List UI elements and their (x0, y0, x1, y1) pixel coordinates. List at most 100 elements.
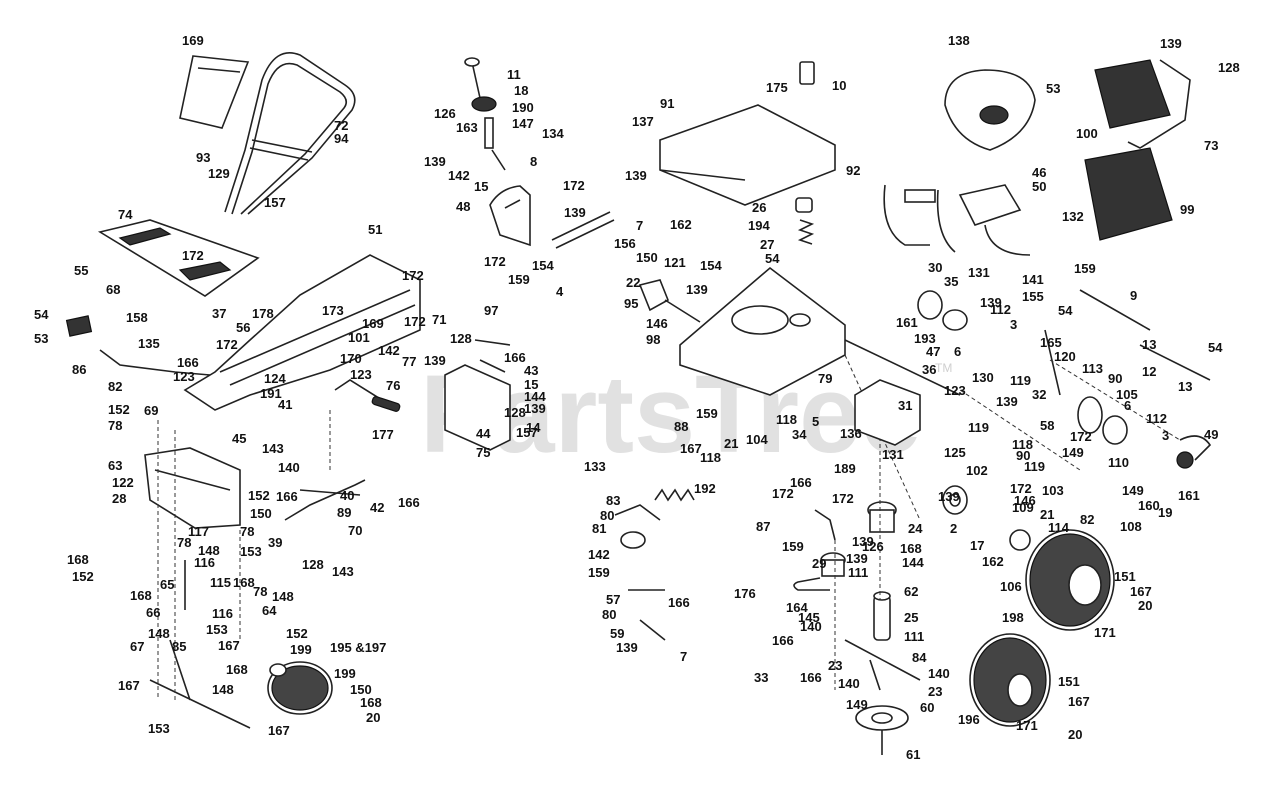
callout-label: 62 (904, 584, 918, 599)
seat-cushion (1084, 147, 1173, 241)
callout-label: 76 (386, 378, 400, 393)
callout-label: 112 (1146, 411, 1167, 426)
callout-label: 162 (670, 217, 692, 232)
callout-label: 83 (606, 493, 620, 508)
callout-label: 49 (1204, 427, 1218, 442)
callout-label: 123 (350, 367, 372, 382)
right-axle-rod (1044, 289, 1211, 396)
left-dashed-guides (157, 410, 331, 700)
callout-label: 74 (118, 207, 133, 222)
callout-label: 166 (504, 350, 526, 365)
callout-label: 123 (944, 383, 966, 398)
callout-label: 82 (1080, 512, 1094, 527)
callout-label: 46 (1032, 165, 1046, 180)
callout-label: 67 (130, 639, 144, 654)
callout-label: 164 (786, 600, 808, 615)
callout-label: 165 (1040, 335, 1062, 350)
callout-label: 131 (968, 265, 990, 280)
callout-label: 30 (928, 260, 942, 275)
callout-label: 139 (424, 353, 446, 368)
callout-label: 19 (1158, 505, 1172, 520)
callout-label: 159 (508, 272, 530, 287)
callout-label: 99 (1180, 202, 1194, 217)
callout-label: 193 (914, 331, 936, 346)
callout-label: 139 (996, 394, 1018, 409)
callout-label: 42 (370, 500, 384, 515)
callout-label: 118 (776, 412, 797, 427)
callout-label: 89 (337, 505, 351, 520)
callout-label: 130 (972, 370, 994, 385)
callout-label: 153 (240, 544, 262, 559)
callout-label: 28 (112, 491, 126, 506)
callout-label: 166 (800, 670, 822, 685)
rear-wheel-left (969, 633, 1051, 727)
callout-label: 18 (514, 83, 528, 98)
callout-label: 25 (904, 610, 918, 625)
callout-label: 2 (950, 521, 957, 536)
callout-label: 131 (882, 447, 904, 462)
callout-label: 5 (812, 414, 819, 429)
callout-label: 60 (920, 700, 934, 715)
callout-label: 148 (148, 626, 170, 641)
callout-label: 163 (456, 120, 478, 135)
callout-label: 172 (216, 337, 238, 352)
callout-label: 100 (1076, 126, 1098, 141)
callout-label: 78 (108, 418, 122, 433)
callout-label: 13 (1142, 337, 1156, 352)
callout-label: 152 (72, 569, 94, 584)
callout-label: 111 (904, 629, 924, 644)
callout-label: 15 (474, 179, 488, 194)
callout-label: 21 (724, 436, 738, 451)
callout-label: 132 (1062, 209, 1084, 224)
shift-quadrant (489, 185, 615, 249)
center-pulley-assembly (614, 504, 666, 641)
callout-label: 79 (818, 371, 832, 386)
callout-label: 106 (1000, 579, 1022, 594)
callout-label: 166 (772, 633, 794, 648)
callout-label: 124 (264, 371, 286, 386)
right-dashed-guides (959, 359, 1181, 471)
callout-label: 159 (782, 539, 804, 554)
callout-label: 54 (1208, 340, 1223, 355)
callout-label: 50 (1032, 179, 1046, 194)
callout-label: 168 (360, 695, 382, 710)
callout-label: 119 (1010, 373, 1031, 388)
callout-label: 109 (1012, 500, 1034, 515)
callout-label: 27 (760, 237, 774, 252)
callout-label: 140 (838, 676, 860, 691)
callout-label: 172 (1010, 481, 1032, 496)
callout-label: 105 (1116, 387, 1138, 402)
callout-label: 172 (404, 314, 426, 329)
callout-label: 144 (902, 555, 924, 570)
callout-label: 111 (848, 565, 868, 580)
callout-label: 20 (366, 710, 380, 725)
callout-label: 169 (182, 33, 204, 48)
callout-label: 167 (118, 678, 140, 693)
callout-label: 86 (72, 362, 86, 377)
callout-label: 159 (1074, 261, 1096, 276)
callout-label: 98 (646, 332, 660, 347)
callout-label: 7 (636, 218, 643, 233)
handle-bar-assembly (224, 52, 356, 215)
callout-label: 78 (177, 535, 191, 550)
callout-label: 45 (232, 431, 246, 446)
callout-label: 11 (507, 67, 521, 82)
callout-label: 97 (484, 303, 498, 318)
callout-label: 190 (512, 100, 534, 115)
callout-label: 54 (34, 307, 49, 322)
callout-label: 134 (542, 126, 564, 141)
callout-label: 161 (896, 315, 918, 330)
callout-label: 64 (262, 603, 277, 618)
callout-label: 80 (600, 508, 614, 523)
callout-label: 194 (748, 218, 770, 233)
callout-label: 68 (106, 282, 120, 297)
callout-label: 71 (432, 312, 446, 327)
callout-label: 142 (448, 168, 470, 183)
callout-label: 129 (208, 166, 230, 181)
callout-label: 176 (734, 586, 756, 601)
callout-label: 167 (1068, 694, 1090, 709)
callout-label: 112 (990, 302, 1011, 317)
callout-label: 143 (262, 441, 284, 456)
callout-label: 53 (1046, 81, 1060, 96)
callout-label: 88 (674, 419, 688, 434)
